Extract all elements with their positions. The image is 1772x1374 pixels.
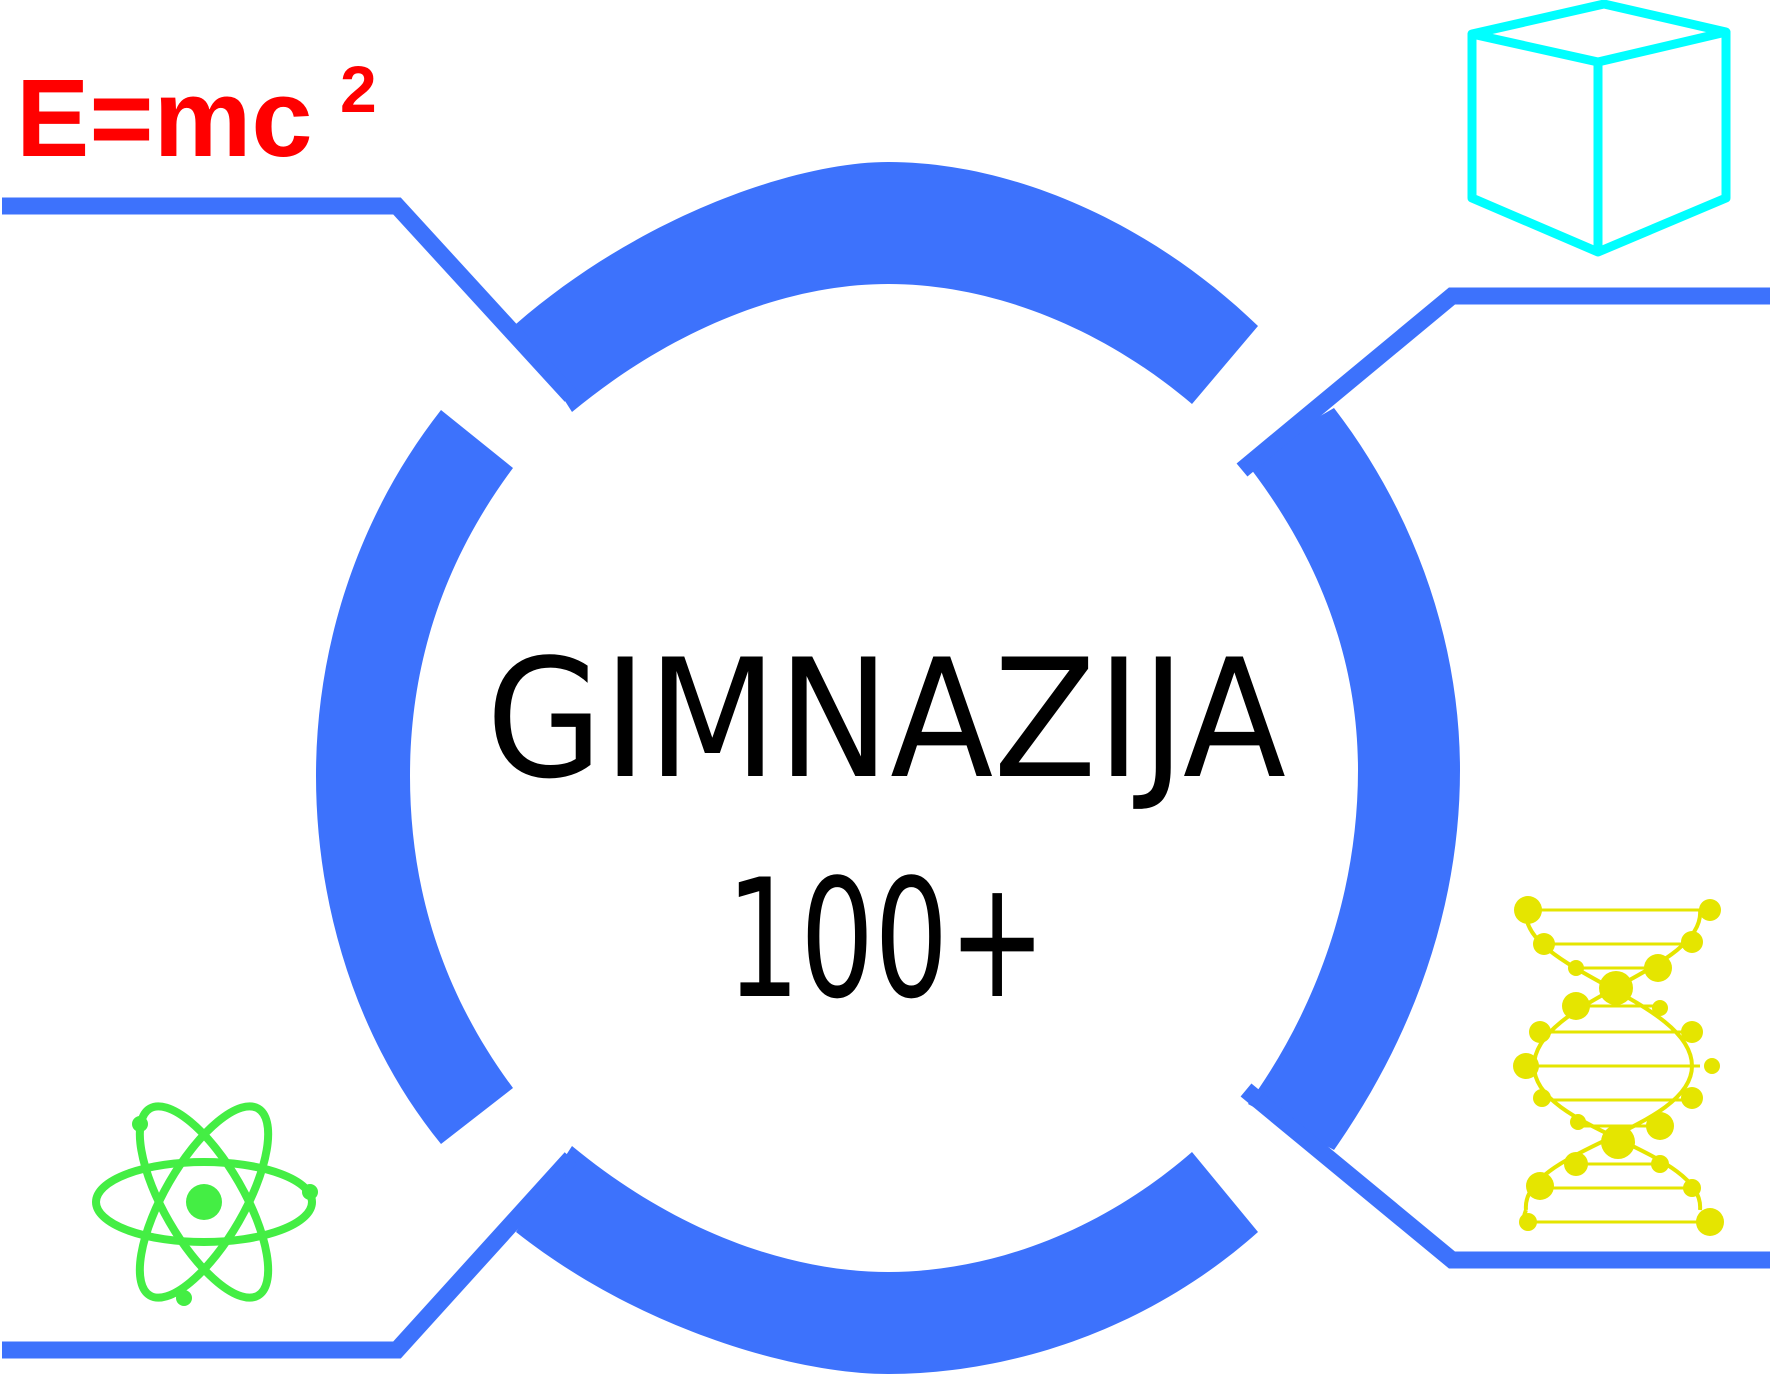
dna-icon xyxy=(1513,896,1724,1236)
atom-icon xyxy=(92,1102,318,1306)
circuit-line-bottom-right xyxy=(1240,1083,1770,1269)
cube-icon xyxy=(1467,0,1731,257)
circuit-line-top-left xyxy=(2,197,578,402)
ring-segment-right xyxy=(1244,408,1460,1150)
circuit-lines xyxy=(2,197,1770,1359)
ring-segment-bottom xyxy=(516,1146,1258,1374)
ring-segment-left xyxy=(316,410,513,1144)
circuit-line-top-right xyxy=(1236,287,1770,477)
ring xyxy=(316,162,1460,1374)
formula-text: E=mc xyxy=(16,57,313,180)
formula-icon: E=mc 2 xyxy=(16,52,377,180)
formula-exponent: 2 xyxy=(340,52,377,126)
ring-segment-top xyxy=(516,162,1258,412)
title: GIMNAZIJA 100+ xyxy=(486,624,1286,1035)
title-line-1: GIMNAZIJA xyxy=(486,624,1286,815)
title-line-2: 100+ xyxy=(726,844,1046,1035)
circuit-line-bottom-left xyxy=(2,1152,578,1359)
